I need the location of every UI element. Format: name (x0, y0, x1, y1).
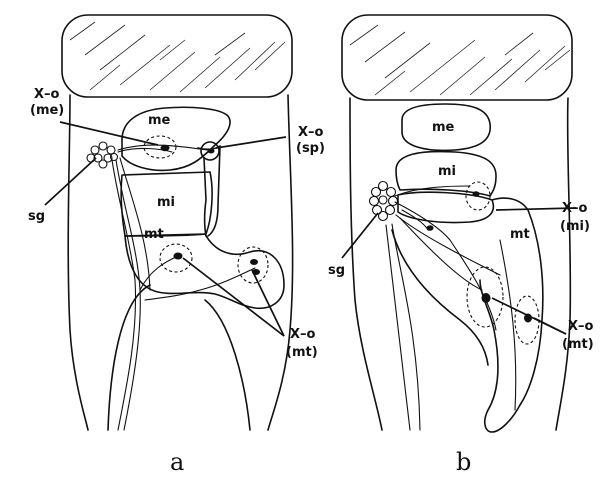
panel-a-callout-xo-mt-line1: X–o (290, 327, 316, 342)
panel-a-label-me: me (148, 113, 171, 128)
panel-a-callout-xo-me-line2: (me) (30, 103, 64, 118)
panel-b-label-sg: sg (328, 263, 345, 278)
panel-b-label-me: me (432, 120, 455, 135)
panel-b-letter: b (456, 448, 471, 476)
panel-b-label-mi: mi (438, 164, 456, 179)
panel-b-callout-xo-mi-line1: X–o (562, 201, 588, 216)
panel-a-me-region (122, 107, 230, 170)
panel-b-callout-xo-mi-line2: (mi) (560, 219, 590, 234)
panel-a-xo-mt-cluster-right (238, 247, 268, 283)
panel-b-xo-mt-cluster-left (467, 267, 503, 327)
panel-a-callout-xo-sp-line2: (sp) (296, 141, 325, 156)
panel-a-label-mt: mt (144, 227, 164, 242)
panel-a-xo-mt-cluster-left (160, 244, 192, 272)
panel-a-callout-xo-sp-line1: X–o (298, 125, 324, 140)
panel-b-label-mt: mt (510, 227, 530, 242)
panel-b-callout-xo-mt-line1: X–o (568, 319, 594, 334)
panel-a: me mi mt sg X–o (me) X–o (sp) X–o (mt) a (28, 15, 325, 476)
panel-a-label-mi: mi (157, 195, 175, 210)
panel-b: me mi mt sg X–o (mi) X–o (mt) b (328, 15, 594, 476)
panel-a-xo-sp-cluster (201, 142, 219, 160)
panel-a-stalk-outline (68, 95, 88, 430)
panel-a-cap (62, 15, 292, 97)
panel-a-callout-xo-me-line1: X–o (34, 87, 60, 102)
panel-b-callout-xo-mt-line2: (mt) (562, 337, 594, 352)
panel-a-label-sg: sg (28, 209, 45, 224)
panel-a-letter: a (170, 448, 184, 476)
panel-a-callout-xo-mt-line2: (mt) (286, 345, 318, 360)
panel-b-cap (342, 15, 572, 100)
panel-a-xo-me-cluster (144, 136, 176, 158)
panel-b-sinus-gland (370, 182, 398, 221)
panel-b-stalk-outline (350, 98, 382, 430)
